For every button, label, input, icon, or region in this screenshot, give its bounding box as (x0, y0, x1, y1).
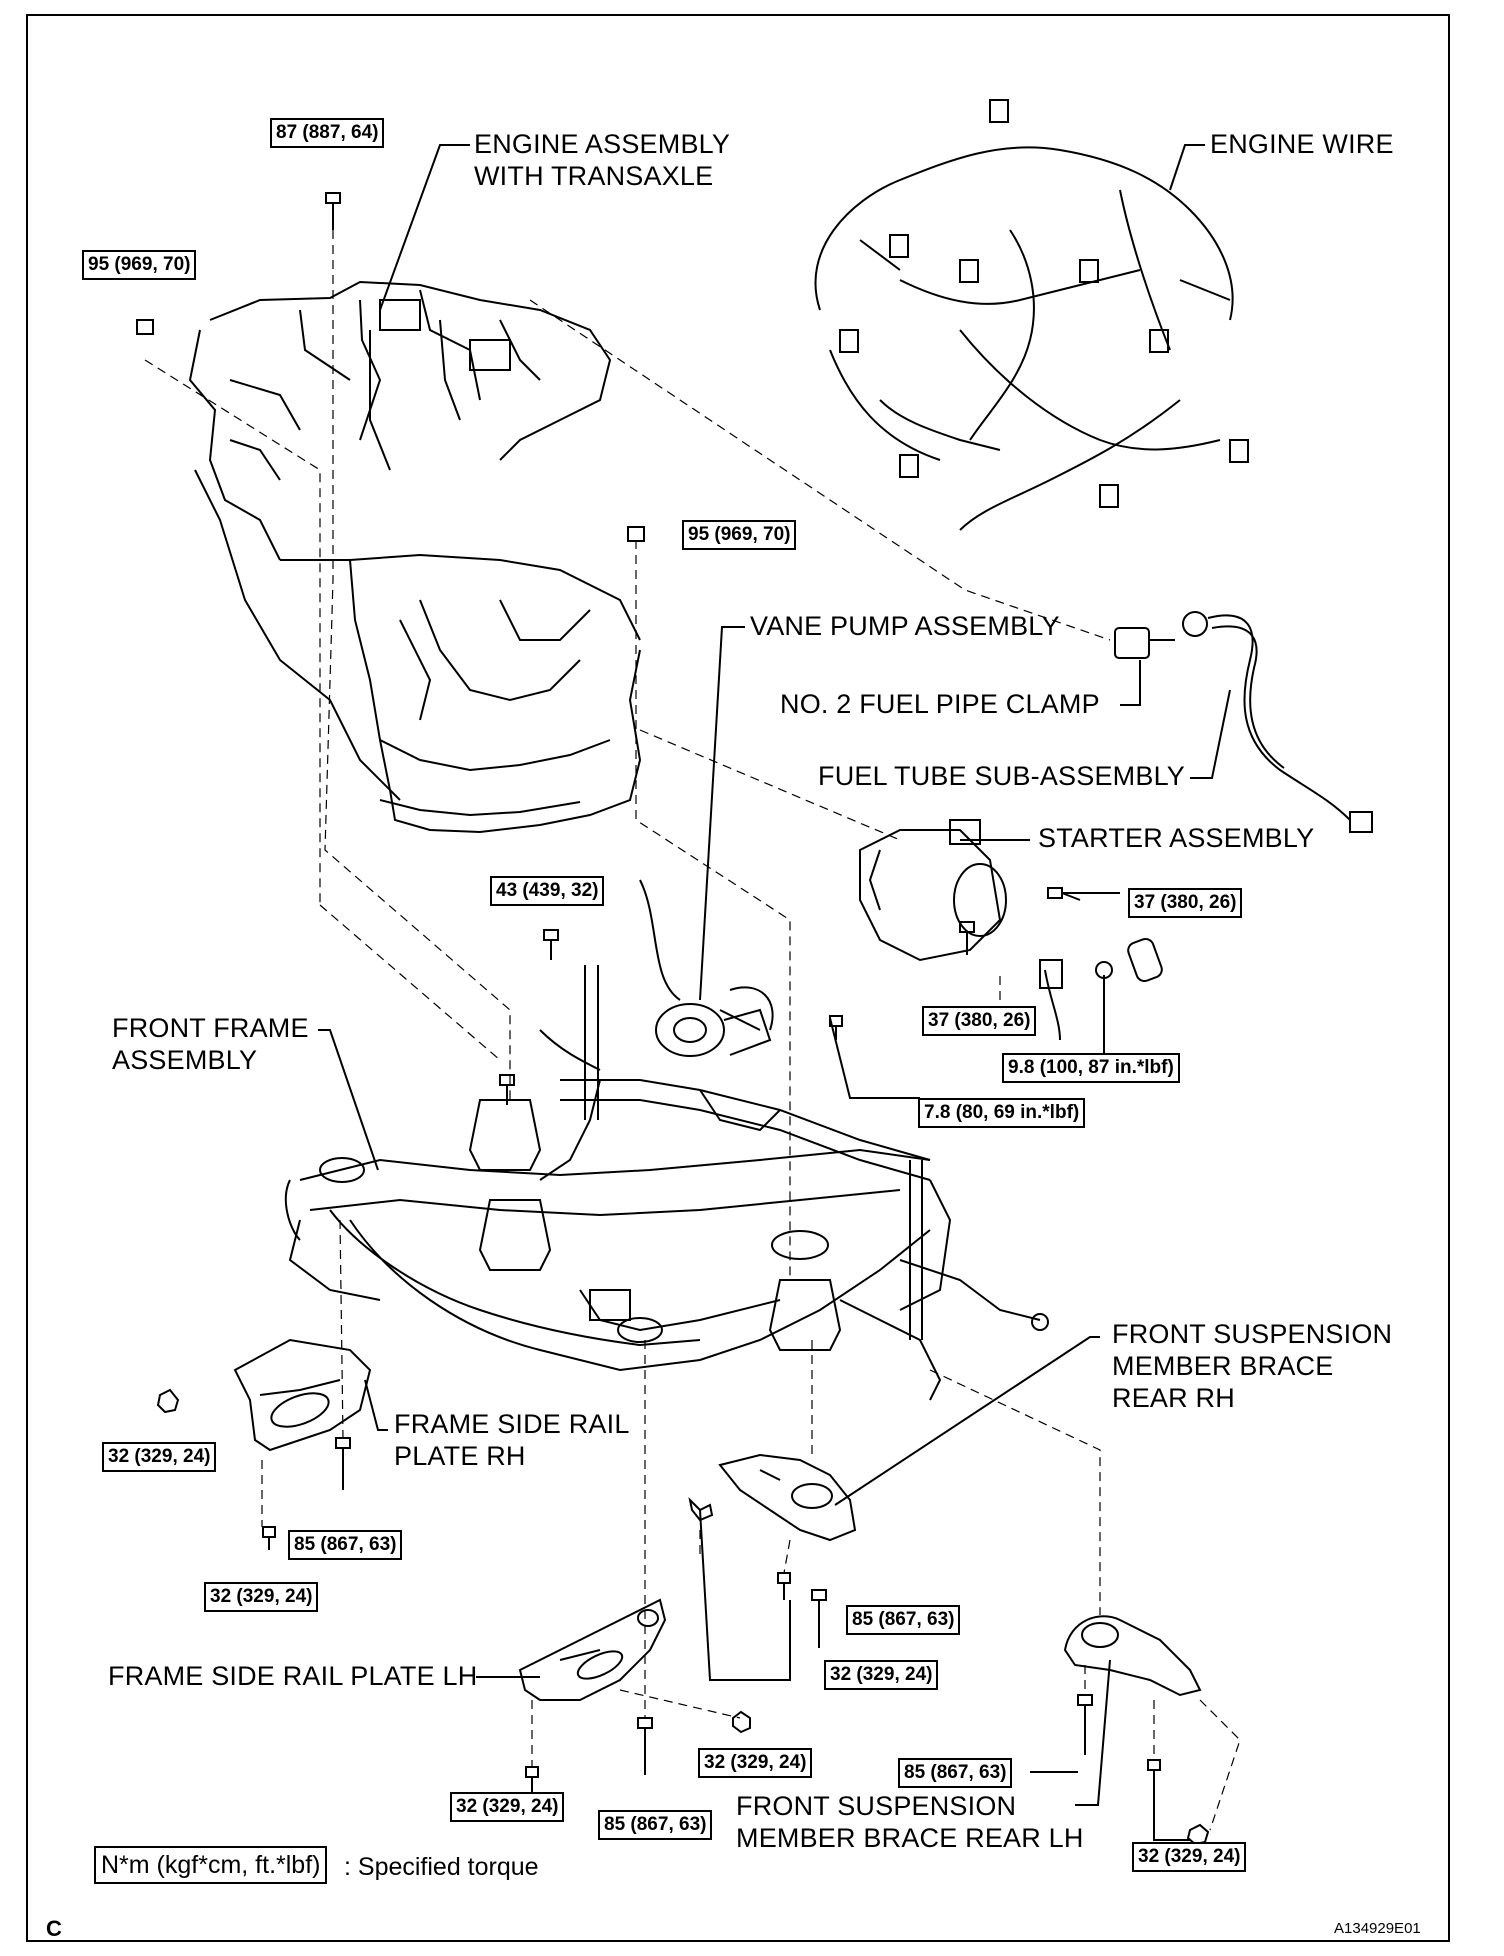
torque-box-engine-nut-left: 95 (969, 70) (82, 250, 197, 280)
label-engine-wire: ENGINE WIRE (1210, 129, 1394, 159)
torque-box-lh-plate-small-bolt: 32 (329, 24) (450, 1792, 565, 1822)
figure-code: A134929E01 (1334, 1920, 1421, 1937)
vane-pump-drawing (639, 879, 774, 1057)
front-suspension-brace-rear-lh-drawing (1063, 1615, 1210, 1846)
torque-box-starter-bolt-lower: 37 (380, 26) (922, 1006, 1037, 1036)
front-frame-drawing (284, 965, 1049, 1401)
engine-wire-drawing (814, 99, 1249, 531)
torque-box-brace-lh-nut: 32 (329, 24) (1132, 1842, 1247, 1872)
torque-box-engine-bolt: 87 (887, 64) (270, 118, 385, 148)
torque-box-brace-lh-bolt: 85 (867, 63) (898, 1758, 1013, 1788)
engine-assembly-drawing (188, 280, 642, 834)
leader-lines (318, 144, 1231, 1841)
label-starter-assembly: STARTER ASSEMBLY (1038, 823, 1315, 853)
alignment-lines (144, 230, 1241, 1831)
fuel-tube-drawing (1114, 611, 1373, 833)
torque-box-rh-plate-bolt: 85 (867, 63) (288, 1530, 403, 1560)
torque-box-lh-plate-nut: 32 (329, 24) (698, 1748, 813, 1778)
corner-letter: C (46, 1916, 62, 1941)
label-vane-pump-assembly: VANE PUMP ASSEMBLY (750, 611, 1060, 641)
torque-box-starter-bolt-upper: 37 (380, 26) (1128, 888, 1243, 918)
bolts (136, 192, 1161, 1795)
label-frame-side-rail-plate-rh: FRAME SIDE RAIL PLATE RH (394, 1409, 630, 1471)
torque-box-lh-plate-bolt: 85 (867, 63) (598, 1810, 713, 1840)
torque-box-engine-nut-right: 95 (969, 70) (682, 520, 797, 550)
torque-box-starter-terminal-nut: 9.8 (100, 87 in.*lbf) (1002, 1053, 1180, 1083)
frame-side-rail-plate-lh-drawing (518, 1598, 751, 1734)
torque-box-pressure-line-bolt: 7.8 (80, 69 in.*lbf) (918, 1098, 1086, 1128)
torque-box-rh-plate-small-bolt: 32 (329, 24) (204, 1582, 319, 1612)
torque-box-brace-rh-nut: 32 (329, 24) (824, 1660, 939, 1690)
torque-box-brace-rh-bolt: 85 (867, 63) (846, 1605, 961, 1635)
torque-box-rh-plate-nut: 32 (329, 24) (102, 1442, 217, 1472)
torque-box-vane-pump-bolt: 43 (439, 32) (490, 876, 605, 906)
label-fuel-tube-sub-assembly: FUEL TUBE SUB-ASSEMBLY (818, 761, 1186, 791)
diagram-frame (26, 14, 1450, 1942)
front-suspension-brace-rear-rh-drawing (688, 1453, 857, 1542)
label-frame-side-rail-plate-lh: FRAME SIDE RAIL PLATE LH (108, 1661, 478, 1691)
label-front-frame-assembly: FRONT FRAME ASSEMBLY (112, 1013, 309, 1075)
label-front-suspension-member-brace-rear-lh: FRONT SUSPENSION MEMBER BRACE REAR LH (736, 1791, 1084, 1853)
legend-unit-box: N*m (kgf*cm, ft.*lbf) (94, 1846, 328, 1884)
legend-text: : Specified torque (344, 1853, 539, 1881)
starter-drawing (859, 819, 1163, 1041)
label-no2-fuel-pipe-clamp: NO. 2 FUEL PIPE CLAMP (780, 689, 1100, 719)
frame-side-rail-plate-rh-drawing (156, 1338, 372, 1452)
label-front-suspension-member-brace-rear-rh: FRONT SUSPENSION MEMBER BRACE REAR RH (1112, 1319, 1393, 1413)
label-engine-assembly: ENGINE ASSEMBLY WITH TRANSAXLE (474, 129, 731, 191)
